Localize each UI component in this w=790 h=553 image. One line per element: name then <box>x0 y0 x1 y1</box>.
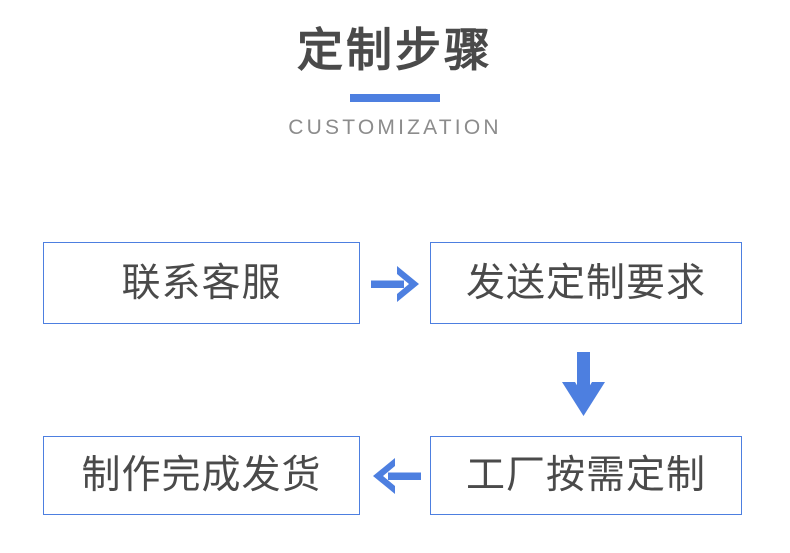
title-divider <box>350 94 440 102</box>
arrow-right-icon <box>371 266 419 302</box>
page-subtitle: CUSTOMIZATION <box>288 116 502 139</box>
arrow-down-icon <box>562 352 605 416</box>
step-box-factory-customization[interactable]: 工厂按需定制 <box>430 436 742 515</box>
arrow-left-icon <box>373 458 421 494</box>
step-label: 制作完成发货 <box>81 454 322 497</box>
step-label: 联系客服 <box>121 261 282 305</box>
header-section: 定制步骤 CUSTOMIZATION <box>0 0 790 180</box>
page-title: 定制步骤 <box>297 24 493 76</box>
step-box-contact-service[interactable]: 联系客服 <box>43 242 360 324</box>
step-label: 工厂按需定制 <box>465 454 706 497</box>
step-box-shipped[interactable]: 制作完成发货 <box>43 436 360 515</box>
step-label: 发送定制要求 <box>465 261 706 305</box>
step-box-send-requirements[interactable]: 发送定制要求 <box>430 242 742 324</box>
